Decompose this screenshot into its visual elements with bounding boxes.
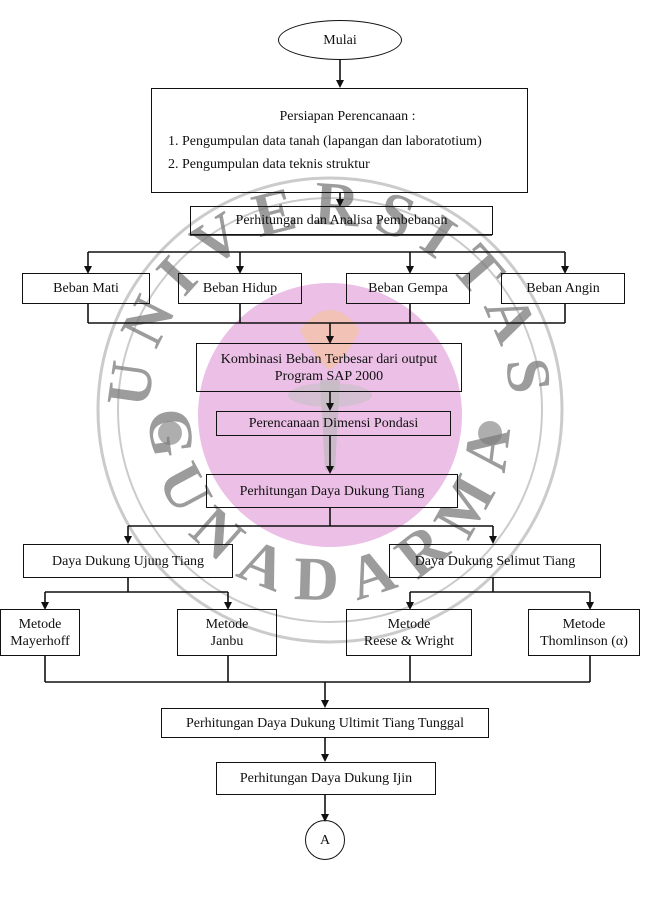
ultimit-label: Perhitungan Daya Dukung Ultimit Tiang Tu… [185,715,465,731]
metode-2-line-1: Metode [205,616,249,632]
dimensi-label: Perencanaan Dimensi Pondasi [248,416,419,431]
metode-2-line-2: Janbu [210,633,244,649]
beban-mati-label: Beban Mati [53,281,119,296]
daya-dukung-selimut-box: Daya Dukung Selimut Tiang [389,544,601,578]
metode-4-line-2: Thomlinson (α) [540,633,628,649]
beban-hidup-label: Beban Hidup [202,281,278,296]
pembebanan-label: Perhitungan dan Analisa Pembebanan [235,213,448,228]
kombinasi-line-2: Program SAP 2000 [274,368,384,384]
start-label: Mulai [323,32,357,48]
metode-mayerhoff-box: Metode Mayerhoff [0,609,80,656]
metode-3-line-1: Metode [387,616,431,632]
dimensi-box: Perencanaan Dimensi Pondasi [216,411,451,436]
persiapan-item-2: 2. Pengumpulan data teknis struktur [168,157,370,172]
persiapan-title: Persiapan Perencanaan : [279,109,416,124]
pembebanan-box: Perhitungan dan Analisa Pembebanan [190,206,493,235]
metode-1-line-1: Metode [18,616,62,632]
selimut-label: Daya Dukung Selimut Tiang [414,553,576,569]
connector-a-label: A [319,832,331,848]
ijin-label: Perhitungan Daya Dukung Ijin [239,771,413,786]
metode-janbu-box: Metode Janbu [177,609,277,656]
daya-dukung-box: Perhitungan Daya Dukung Tiang [206,474,458,508]
beban-gempa-box: Beban Gempa [346,273,470,304]
persiapan-item-1: 1. Pengumpulan data tanah (lapangan dan … [168,134,482,149]
kombinasi-line-1: Kombinasi Beban Terbesar dari output [220,351,438,367]
kombinasi-box: Kombinasi Beban Terbesar dari output Pro… [196,343,462,392]
metode-3-line-2: Reese & Wright [363,633,455,649]
metode-4-line-1: Metode [562,616,606,632]
beban-gempa-label: Beban Gempa [368,281,448,296]
beban-angin-box: Beban Angin [501,273,625,304]
daya-dukung-ujung-box: Daya Dukung Ujung Tiang [23,544,233,578]
metode-thomlinson-box: Metode Thomlinson (α) [528,609,640,656]
metode-1-line-2: Mayerhoff [10,633,70,649]
metode-reese-wright-box: Metode Reese & Wright [346,609,472,656]
connector-a-circle: A [305,820,345,860]
beban-mati-box: Beban Mati [22,273,150,304]
start-terminator: Mulai [278,20,402,60]
ujung-label: Daya Dukung Ujung Tiang [51,553,205,569]
beban-hidup-box: Beban Hidup [178,273,302,304]
ijin-box: Perhitungan Daya Dukung Ijin [216,762,436,795]
persiapan-box: Persiapan Perencanaan : 1. Pengumpulan d… [151,88,528,193]
daya-dukung-label: Perhitungan Daya Dukung Tiang [239,483,425,499]
ultimit-box: Perhitungan Daya Dukung Ultimit Tiang Tu… [161,708,489,738]
beban-angin-label: Beban Angin [526,281,600,296]
